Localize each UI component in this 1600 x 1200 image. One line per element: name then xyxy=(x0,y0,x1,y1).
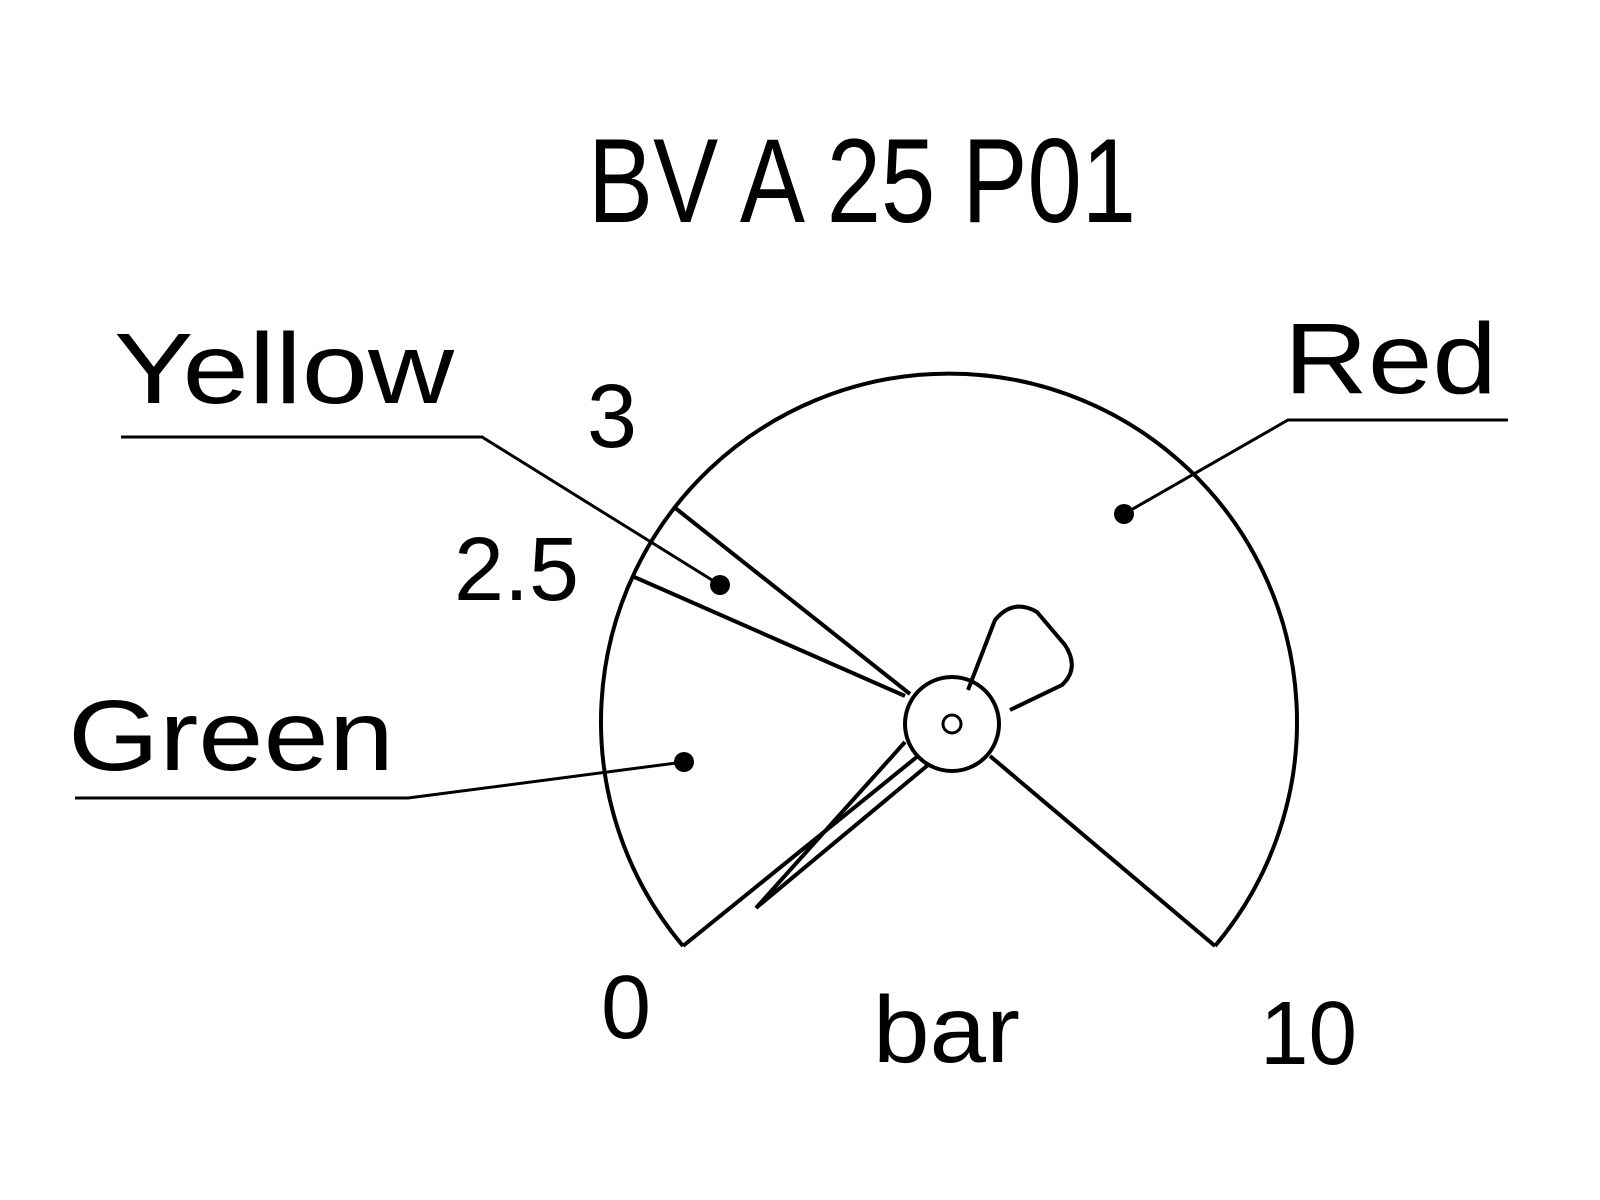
needle-hub xyxy=(903,675,1001,773)
label-yellow: Yellow xyxy=(114,313,455,425)
dial-arc xyxy=(599,371,1299,948)
red-zone-dot xyxy=(1114,504,1134,524)
needle-pivot xyxy=(941,713,963,735)
leader-yellow xyxy=(121,435,721,587)
unit-label: bar xyxy=(873,977,1020,1083)
needle-handle xyxy=(966,604,1074,712)
yellow-zone-dot xyxy=(710,575,730,595)
boundary-line-2-5 xyxy=(631,574,906,698)
scale-min: 0 xyxy=(601,958,651,1058)
scale-mark-3: 3 xyxy=(587,367,637,467)
model-title: BV A 25 P01 xyxy=(588,114,1136,248)
scale-max: 10 xyxy=(1260,984,1357,1084)
label-red: Red xyxy=(1284,303,1497,415)
dial-line-ten xyxy=(988,754,1217,948)
leader-green xyxy=(75,760,685,800)
green-zone-dot xyxy=(674,752,694,772)
boundary-line-3 xyxy=(672,505,912,696)
scale-mark-2-5: 2.5 xyxy=(454,520,579,620)
dial-line-zero xyxy=(681,754,920,948)
label-green: Green xyxy=(68,680,394,792)
leader-red xyxy=(1123,418,1508,516)
needle-tail xyxy=(754,740,930,910)
